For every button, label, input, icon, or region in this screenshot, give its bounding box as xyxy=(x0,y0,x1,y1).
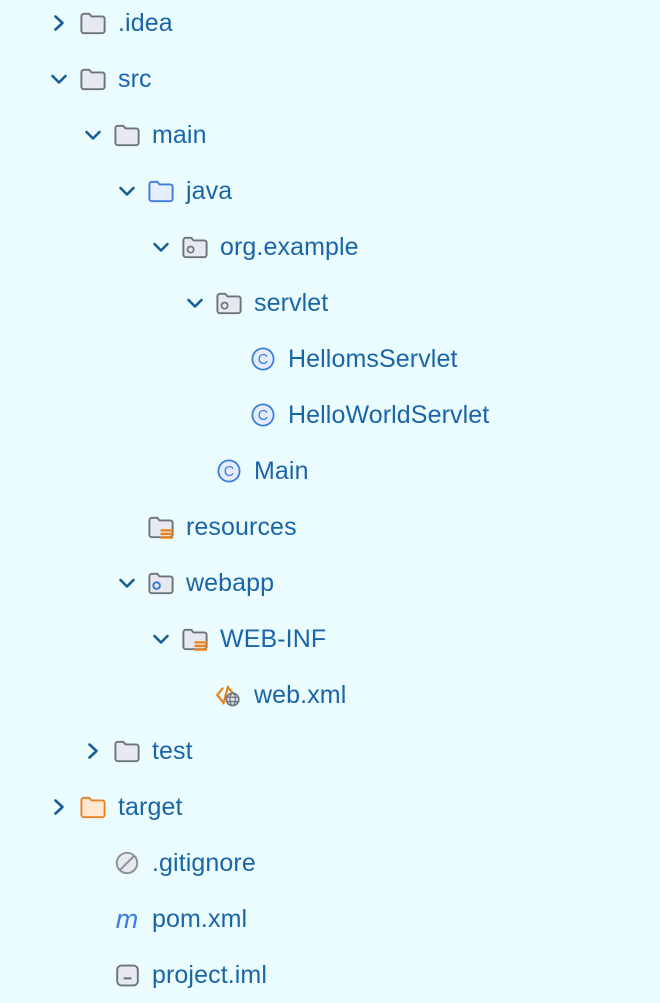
chevron-down-icon[interactable] xyxy=(144,611,178,667)
tree-item-label: HelloWorldServlet xyxy=(288,400,490,429)
tree-row[interactable]: C HellomsServlet xyxy=(212,331,458,387)
tree-item-label: project.iml xyxy=(152,960,268,989)
chevron-down-icon[interactable] xyxy=(42,51,76,107)
tree-item-label: Main xyxy=(254,456,309,485)
java-class-icon: C xyxy=(246,387,280,443)
tree-row[interactable]: target xyxy=(42,779,183,835)
tree-row[interactable]: java xyxy=(110,163,232,219)
tree-row[interactable]: C Main xyxy=(178,443,309,499)
webapp-folder-icon xyxy=(144,555,178,611)
tree-row[interactable]: servlet xyxy=(178,275,328,331)
excluded-folder-icon xyxy=(76,779,110,835)
tree-item-label: .idea xyxy=(118,8,173,37)
tree-row[interactable]: WEB-INF xyxy=(144,611,326,667)
xml-web-file-icon xyxy=(212,667,246,723)
package-icon xyxy=(212,275,246,331)
tree-row[interactable]: web.xml xyxy=(178,667,346,723)
maven-m-icon: m xyxy=(110,891,144,947)
tree-item-label: main xyxy=(152,120,207,149)
tree-row[interactable]: test xyxy=(76,723,193,779)
maven-m-glyph: m xyxy=(115,903,139,934)
java-class-icon: C xyxy=(212,443,246,499)
tree-row[interactable]: C HelloWorldServlet xyxy=(212,387,489,443)
twisty-spacer xyxy=(110,499,144,555)
tree-row[interactable]: src xyxy=(42,51,152,107)
tree-row[interactable]: .gitignore xyxy=(76,835,256,891)
tree-item-label: webapp xyxy=(186,568,275,597)
tree-item-label: HellomsServlet xyxy=(288,344,458,373)
tree-row[interactable]: project.iml xyxy=(76,947,267,1003)
tree-item-label: org.example xyxy=(220,232,359,261)
twisty-spacer xyxy=(178,667,212,723)
svg-text:C: C xyxy=(258,408,268,424)
tree-item-label: target xyxy=(118,792,183,821)
folder-icon xyxy=(76,0,110,51)
folder-icon xyxy=(110,107,144,163)
tree-item-label: test xyxy=(152,736,193,765)
tree-item-label: resources xyxy=(186,512,297,541)
tree-item-label: servlet xyxy=(254,288,329,317)
module-file-icon xyxy=(110,947,144,1003)
twisty-spacer xyxy=(212,387,246,443)
twisty-spacer xyxy=(178,443,212,499)
tree-item-label: .gitignore xyxy=(152,848,256,877)
tree-item-label: java xyxy=(186,176,233,205)
chevron-right-icon[interactable] xyxy=(76,723,110,779)
resource-folder-icon xyxy=(178,611,212,667)
chevron-right-icon[interactable] xyxy=(42,779,76,835)
tree-row[interactable]: .idea xyxy=(42,0,173,51)
tree-item-label: WEB-INF xyxy=(220,624,327,653)
tree-row[interactable]: m pom.xml xyxy=(76,891,247,947)
svg-text:C: C xyxy=(224,464,234,480)
tree-row[interactable]: main xyxy=(76,107,207,163)
twisty-spacer xyxy=(212,331,246,387)
chevron-down-icon[interactable] xyxy=(178,275,212,331)
twisty-spacer xyxy=(76,835,110,891)
resource-folder-icon xyxy=(144,499,178,555)
svg-text:C: C xyxy=(258,352,268,368)
twisty-spacer xyxy=(76,947,110,1003)
java-class-icon: C xyxy=(246,331,280,387)
tree-row[interactable]: resources xyxy=(110,499,297,555)
tree-item-label: src xyxy=(118,64,152,93)
package-icon xyxy=(178,219,212,275)
folder-icon xyxy=(76,51,110,107)
chevron-right-icon[interactable] xyxy=(42,0,76,51)
chevron-down-icon[interactable] xyxy=(110,163,144,219)
tree-row[interactable]: org.example xyxy=(144,219,359,275)
chevron-down-icon[interactable] xyxy=(76,107,110,163)
source-root-folder-icon xyxy=(144,163,178,219)
folder-icon xyxy=(110,723,144,779)
tree-row[interactable]: webapp xyxy=(110,555,274,611)
chevron-down-icon[interactable] xyxy=(110,555,144,611)
tree-item-label: pom.xml xyxy=(152,904,248,933)
tree-item-label: web.xml xyxy=(254,680,347,709)
twisty-spacer xyxy=(76,891,110,947)
ignored-file-icon xyxy=(110,835,144,891)
chevron-down-icon[interactable] xyxy=(144,219,178,275)
